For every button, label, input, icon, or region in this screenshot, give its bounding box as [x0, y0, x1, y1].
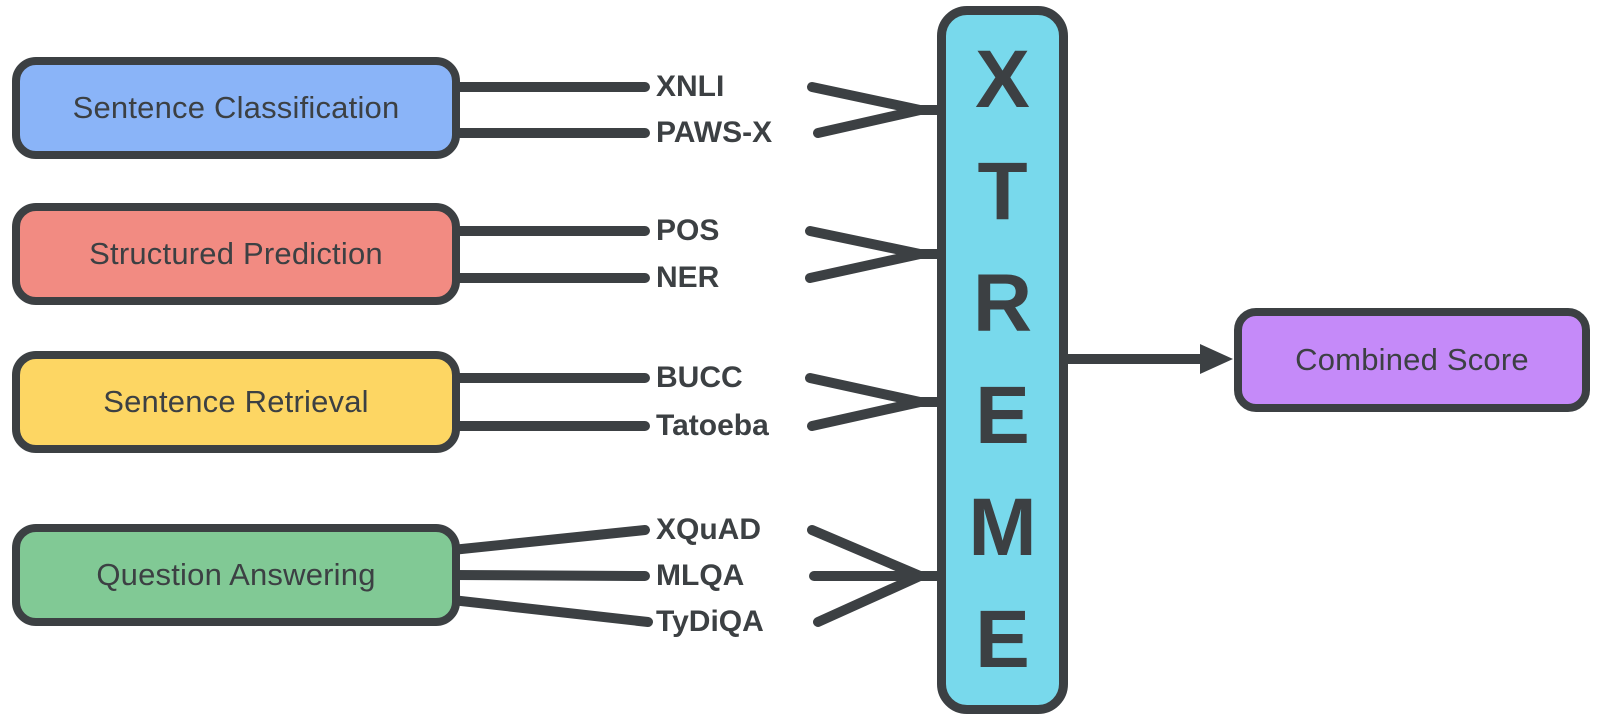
connector-line	[805, 226, 925, 259]
category-box-structured-prediction: Structured Prediction	[12, 203, 460, 305]
connector-line	[805, 373, 925, 407]
task-label-xnli: XNLI	[656, 70, 725, 103]
category-label: Question Answering	[96, 557, 376, 592]
task-label-xquad: XQuAD	[656, 513, 761, 546]
sentence-classification-connectors	[445, 82, 953, 138]
connector-line	[447, 595, 653, 627]
connector-line	[813, 571, 925, 627]
task-label-mlqa: MLQA	[656, 559, 745, 592]
category-box-sentence-classification: Sentence Classification	[12, 57, 460, 159]
sentence-retrieval-connectors	[445, 373, 953, 431]
combined-score-label: Combined Score	[1295, 342, 1529, 377]
connector-line	[447, 525, 650, 555]
question-answering-connectors	[447, 525, 953, 627]
connector-line	[807, 82, 925, 115]
benchmark-letter: M	[968, 482, 1037, 573]
category-box-question-answering: Question Answering	[12, 524, 460, 626]
benchmark-letter: X	[975, 34, 1030, 125]
category-label: Sentence Classification	[72, 90, 400, 125]
connector-line	[805, 249, 925, 283]
task-label-bucc: BUCC	[656, 361, 743, 394]
benchmark-box-xtreme: X T R E M E	[937, 6, 1068, 714]
benchmark-letter: R	[972, 258, 1033, 349]
connector-line	[807, 525, 925, 581]
benchmark-letter: E	[975, 594, 1030, 685]
task-label-paws-x: PAWS-X	[656, 116, 773, 149]
benchmark-letter: T	[977, 146, 1028, 237]
connector-line	[813, 105, 925, 138]
connector-line	[807, 397, 925, 431]
arrowhead-icon	[1200, 344, 1233, 374]
benchmark-letter: E	[975, 370, 1030, 461]
category-label: Structured Prediction	[89, 236, 383, 271]
category-label: Sentence Retrieval	[103, 384, 369, 419]
task-label-pos: POS	[656, 214, 720, 247]
combined-score-box: Combined Score	[1234, 308, 1590, 412]
task-label-ner: NER	[656, 261, 720, 294]
connector-line	[447, 570, 650, 581]
category-box-sentence-retrieval: Sentence Retrieval	[12, 351, 460, 453]
task-label-tydiqa: TyDiQA	[656, 605, 764, 638]
task-label-tatoeba: Tatoeba	[656, 409, 769, 442]
